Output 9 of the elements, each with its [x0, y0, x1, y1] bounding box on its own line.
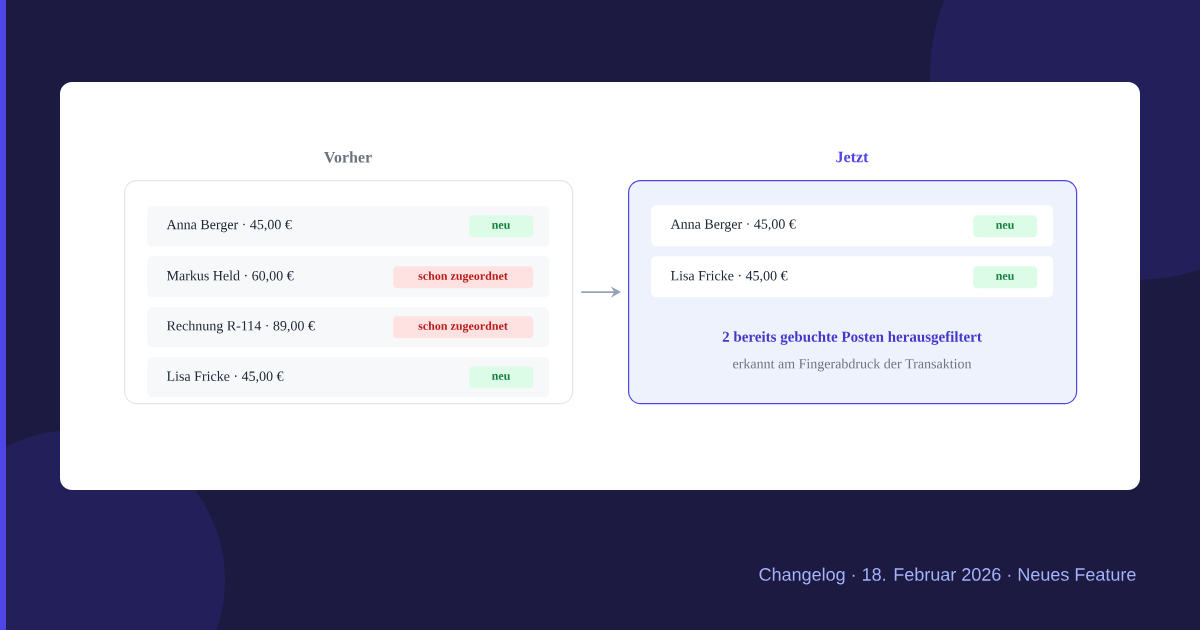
status-badge: neu	[469, 215, 534, 238]
footer-text: Changelog · 18. Februar 2026 · Neues Feature	[759, 567, 1136, 585]
panel-heading: Jetzt	[836, 151, 869, 163]
status-badge: schon zugeordnet	[393, 316, 534, 339]
status-badge: schon zugeordnet	[393, 266, 534, 289]
panel-heading: Vorher	[324, 151, 372, 163]
status-badge: neu	[973, 215, 1038, 238]
status-badge: neu	[973, 266, 1038, 289]
status-badge: neu	[469, 366, 534, 389]
